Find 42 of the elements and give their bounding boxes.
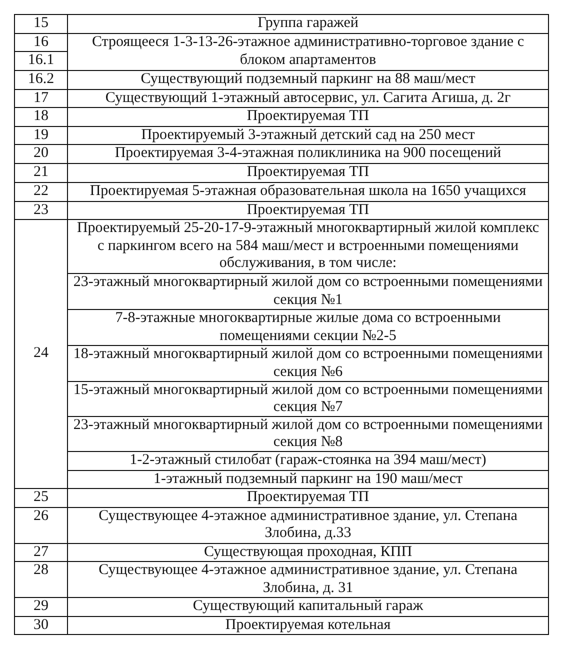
- description-cell: Существующий 1-этажный автосервис, ул. Сагита Агиша, д. 2г: [68, 90, 549, 108]
- row-number-cell: 27: [15, 544, 68, 562]
- description-cell: Существующая проходная, КПП: [68, 544, 549, 562]
- description-cell: Проектируемый 25-20-17-9-этажный многоквартирный жилой комплекс с паркингом всего на 584 маш/мест и встроенными помещениями обслуживания, в том числе:: [68, 220, 549, 274]
- row-number-cell: 29: [15, 598, 68, 616]
- row-number-cell: 19: [15, 126, 68, 145]
- row-number-cell: 16.1: [15, 52, 68, 71]
- row-number-cell: 30: [15, 616, 68, 635]
- description-cell: Проектируемая ТП: [68, 108, 549, 126]
- row-number-cell: 26: [15, 508, 68, 544]
- description-cell: Проектируемая котельная: [68, 616, 549, 635]
- row-number-cell: 16: [15, 34, 68, 52]
- description-cell: Существующее 4-этажное административное здание, ул. Степана Злобина, д. 31: [68, 562, 549, 598]
- row-number-cell: 28: [15, 562, 68, 598]
- description-cell: Существующий капитальный гараж: [68, 598, 549, 616]
- description-cell: 23-этажный многоквартирный жилой дом со встроенными помещениями секция №1: [68, 274, 549, 310]
- description-cell: 1-2-этажный стилобат (гараж-стоянка на 394 маш/мест): [68, 452, 549, 470]
- row-number-cell: 20: [15, 145, 68, 164]
- row-number-cell: 17: [15, 90, 68, 108]
- row-number-cell: 16.2: [15, 71, 68, 90]
- description-cell: 23-этажный многоквартирный жилой дом со встроенными помещениями секция №8: [68, 417, 549, 452]
- row-number-cell: 23: [15, 202, 68, 220]
- row-number-cell: 24: [15, 220, 68, 489]
- description-cell: 1-этажный подземный паркинг на 190 маш/мест: [68, 470, 549, 489]
- description-cell: 7-8-этажные многоквартирные жилые дома со встроенными помещениями секции №2-5: [68, 310, 549, 346]
- description-cell: Проектируемая ТП: [68, 164, 549, 182]
- description-cell: 18-этажный многоквартирный жилой дом со встроенными помещениями секция №6: [68, 346, 549, 382]
- description-cell: Строящееся 1-3-13-26-этажное административно-торговое здание с блоком апартаментов: [68, 34, 549, 71]
- description-cell: Проектируемая ТП: [68, 489, 549, 508]
- row-number-cell: 15: [15, 15, 68, 34]
- row-number-cell: 21: [15, 164, 68, 182]
- description-cell: 15-этажный многоквартирный жилой дом со встроенными помещениями секция №7: [68, 382, 549, 417]
- description-cell: Группа гаражей: [68, 15, 549, 34]
- description-cell: Существующий подземный паркинг на 88 маш/мест: [68, 71, 549, 90]
- description-cell: Проектируемая 3-4-этажная поликлиника на 900 посещений: [68, 145, 549, 164]
- row-number-cell: 18: [15, 108, 68, 126]
- description-cell: Проектируемая ТП: [68, 202, 549, 220]
- description-cell: Существующее 4-этажное административное здание, ул. Степана Злобина, д.33: [68, 508, 549, 544]
- row-number-cell: 25: [15, 489, 68, 508]
- description-cell: Проектируемая 5-этажная образовательная школа на 1650 учащихся: [68, 182, 549, 202]
- description-cell: Проектируемый 3-этажный детский сад на 250 мест: [68, 126, 549, 145]
- row-number-cell: 22: [15, 182, 68, 202]
